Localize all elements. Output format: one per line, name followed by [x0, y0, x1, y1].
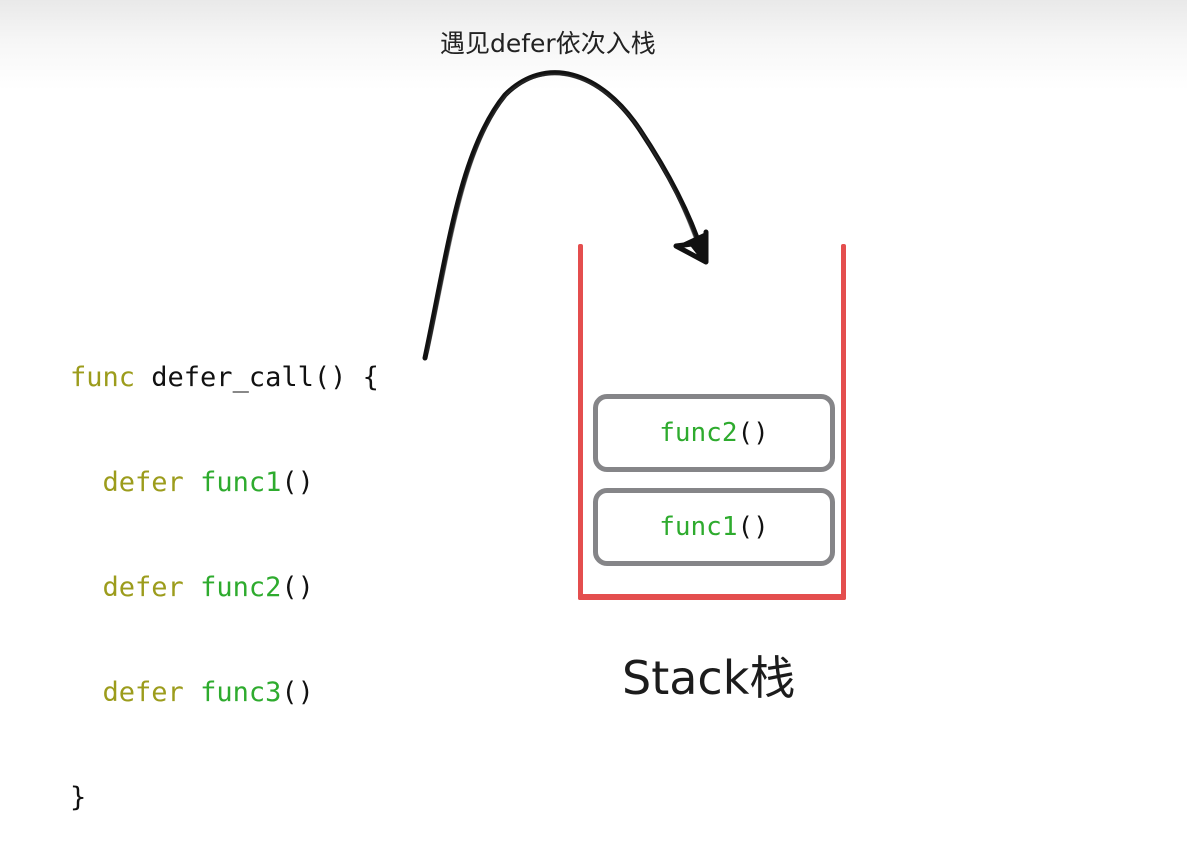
stack-item-parens: () [737, 512, 769, 542]
arrow-label: 遇见defer依次入栈 [440, 29, 656, 58]
code-keyword-defer: defer [102, 572, 184, 603]
code-parens: () [281, 572, 314, 603]
push-arrow-curve [422, 70, 705, 361]
code-line-defer-func2: defer func2() [70, 570, 379, 605]
push-arrow-curve-texture [427, 73, 700, 353]
stack-label: Stack栈 [622, 651, 796, 705]
code-call-func3: func3 [200, 677, 282, 708]
code-call-func2: func2 [200, 572, 282, 603]
stack-item-parens: () [737, 418, 769, 448]
top-gradient-background [0, 0, 1187, 90]
code-call-func1: func1 [200, 467, 282, 498]
stack-container [578, 244, 846, 600]
code-parens: () [281, 677, 314, 708]
code-block: func defer_call() { defer func1() defer … [70, 290, 379, 850]
stack-item-name: func2 [659, 418, 738, 448]
stack-item-func2: func2() [593, 394, 835, 472]
code-keyword-func: func [70, 362, 136, 393]
code-line-defer-func1: defer func1() [70, 465, 379, 500]
stack-wall-bottom [578, 594, 846, 600]
code-line-closing-brace: } [70, 780, 379, 815]
code-closing-brace: } [70, 782, 87, 813]
push-arrow-head [673, 229, 709, 265]
stack-item-name: func1 [659, 512, 738, 542]
code-function-signature: defer_call() { [135, 362, 379, 393]
push-arrow [422, 70, 709, 361]
stack-wall-right [841, 244, 846, 600]
stack-wall-left [578, 244, 583, 600]
code-keyword-defer: defer [102, 677, 184, 708]
code-line-defer-func3: defer func3() [70, 675, 379, 710]
stack-item-func1: func1() [593, 488, 835, 566]
code-line-func-declaration: func defer_call() { [70, 360, 379, 395]
code-keyword-defer: defer [102, 467, 184, 498]
code-parens: () [281, 467, 314, 498]
